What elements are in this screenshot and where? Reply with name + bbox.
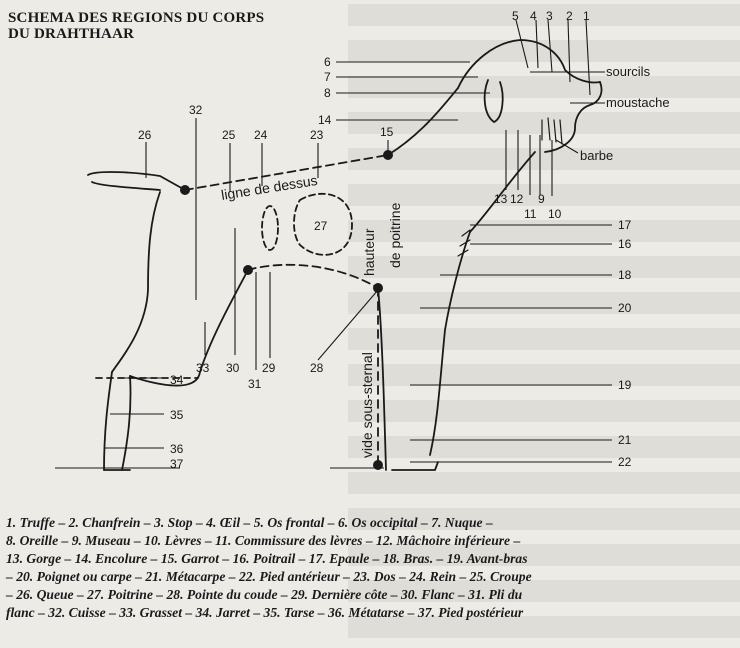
point-flank <box>243 265 253 275</box>
fore-paw <box>391 461 439 471</box>
label-sourcils: sourcils <box>606 64 651 79</box>
num-13: 13 <box>494 192 508 206</box>
legend-line-3: 13. Gorge – 14. Encolure – 15. Garrot – … <box>6 551 528 566</box>
thigh-front <box>129 269 249 387</box>
legend-line-1: 1. Truffe – 2. Chanfrein – 3. Stop – 4. … <box>6 515 493 530</box>
chest-region-dashed <box>293 192 353 256</box>
tail-outline <box>87 171 186 191</box>
hind-leg-rear <box>103 371 113 471</box>
muzzle-outline <box>544 81 603 153</box>
num-37: 37 <box>170 457 184 471</box>
ear-outline <box>483 79 504 123</box>
legend-line-6: flanc – 32. Cuisse – 33. Grasset – 34. J… <box>6 605 524 620</box>
num-11: 11 <box>524 207 537 221</box>
legend: 1. Truffe – 2. Chanfrein – 3. Stop – 4. … <box>6 514 734 622</box>
point-ground <box>373 460 383 470</box>
num-10: 10 <box>548 207 562 221</box>
num-25: 25 <box>222 128 236 142</box>
label-hauteur: hauteur <box>361 228 377 276</box>
num-2: 2 <box>566 9 573 23</box>
num-24: 24 <box>254 128 268 142</box>
label-barbe: barbe <box>580 148 613 163</box>
num-23: 23 <box>310 128 324 142</box>
legend-line-2: 8. Oreille – 9. Museau – 10. Lèvres – 11… <box>6 533 521 548</box>
num-22: 22 <box>618 455 632 469</box>
num-16: 16 <box>618 237 632 251</box>
title-line-2: DU DRAHTHAAR <box>8 26 135 42</box>
num-5: 5 <box>512 9 519 23</box>
label-de-poitrine: de poitrine <box>387 202 403 268</box>
num-6: 6 <box>324 55 331 69</box>
label-moustache: moustache <box>606 95 670 110</box>
num-9: 9 <box>538 192 545 206</box>
flank-dashed <box>247 263 379 289</box>
topline-dashed <box>184 154 389 191</box>
legend-line-5: – 26. Queue – 27. Poitrine – 28. Pointe … <box>6 587 523 602</box>
num-3: 3 <box>546 9 553 23</box>
neck-back <box>387 87 459 156</box>
dog-body-diagram: 1 2 3 4 5 6 7 8 9 10 11 12 13 14 15 16 1… <box>55 9 670 471</box>
tail-underside <box>91 181 161 191</box>
num-15: 15 <box>380 125 394 139</box>
num-28: 28 <box>310 361 324 375</box>
foreleg-rear <box>377 287 387 471</box>
num-4: 4 <box>530 9 537 23</box>
num-7: 7 <box>324 70 331 84</box>
point-elbow <box>373 283 383 293</box>
num-14: 14 <box>318 113 332 127</box>
diagram-title: SCHEMA DES REGIONS DU CORPS DU DRAHTHAAR <box>8 10 338 42</box>
hind-leg-front <box>121 375 132 471</box>
num-36: 36 <box>170 442 184 456</box>
num-30: 30 <box>226 361 240 375</box>
num-20: 20 <box>618 301 632 315</box>
num-12: 12 <box>510 192 524 206</box>
num-1: 1 <box>583 9 590 23</box>
num-32: 32 <box>189 103 203 117</box>
num-18: 18 <box>618 268 632 282</box>
last-rib-dashed <box>261 205 279 251</box>
foreleg-front <box>429 231 471 456</box>
point-croupe <box>180 185 190 195</box>
label-vide-sous-sternal: vide sous-sternal <box>359 352 375 458</box>
chest-hatch <box>457 229 471 257</box>
num-17: 17 <box>618 218 632 232</box>
num-29: 29 <box>262 361 276 375</box>
legend-line-4: – 20. Poignet ou carpe – 21. Métacarpe –… <box>6 569 532 584</box>
num-31: 31 <box>248 377 262 391</box>
num-19: 19 <box>618 378 632 392</box>
num-34: 34 <box>170 373 184 387</box>
beard-lines <box>541 117 563 145</box>
num-35: 35 <box>170 408 184 422</box>
skull-outline <box>457 39 601 89</box>
num-26: 26 <box>138 128 152 142</box>
num-33: 33 <box>196 361 210 375</box>
num-27: 27 <box>314 219 328 233</box>
num-8: 8 <box>324 86 331 100</box>
point-garrot <box>383 150 393 160</box>
num-21: 21 <box>618 433 632 447</box>
rump-outline <box>111 191 161 373</box>
title-line-1: SCHEMA DES REGIONS DU CORPS <box>8 10 265 26</box>
